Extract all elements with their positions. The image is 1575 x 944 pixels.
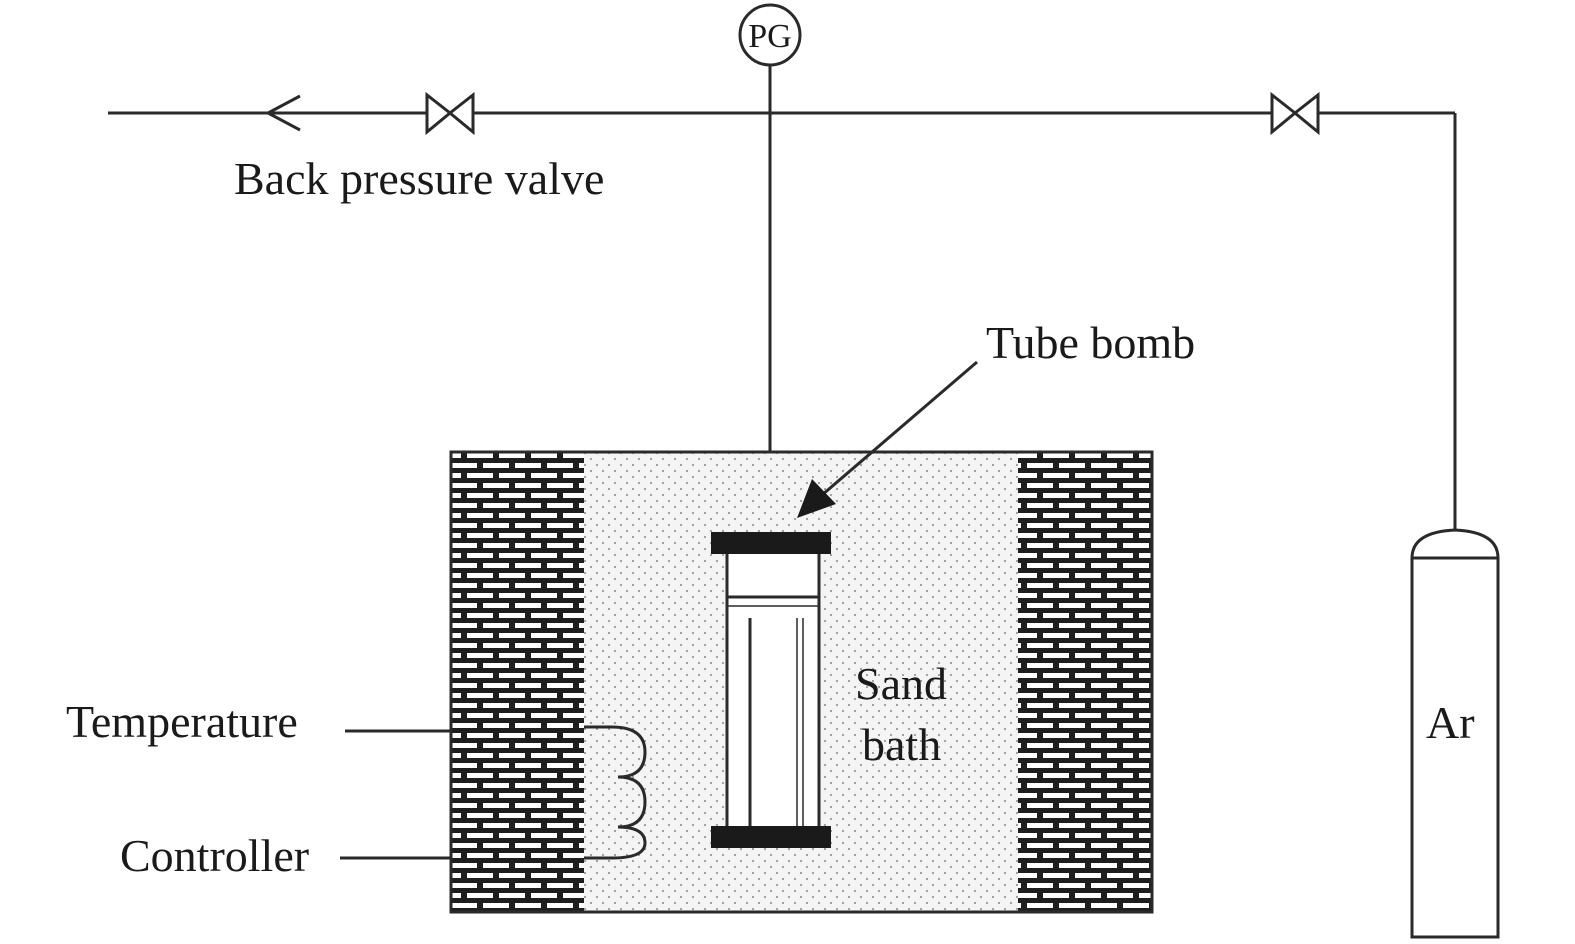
argon-cylinder xyxy=(1410,528,1500,939)
back-pressure-valve-icon xyxy=(425,91,475,136)
pressure-gauge: PG xyxy=(738,3,802,67)
tube-bomb xyxy=(711,532,831,848)
sand-bath-label-line2: bath xyxy=(862,719,941,770)
outlet-arrow-icon xyxy=(264,94,301,132)
sand-bath-label-line1: Sand xyxy=(855,658,947,709)
pressure-gauge-label: PG xyxy=(748,18,791,55)
tube-bomb-pointer-line xyxy=(821,360,978,497)
inlet-valve-icon xyxy=(1270,91,1320,136)
tube-bomb-pointer-arrowhead-icon xyxy=(797,479,836,518)
temperature-label: Temperature xyxy=(66,696,298,747)
argon-cylinder-label: Ar xyxy=(1426,697,1475,748)
tube-bomb-top-cap xyxy=(711,532,831,554)
furnace-wall-left xyxy=(451,452,584,912)
controller-label: Controller xyxy=(120,830,309,881)
tube-bomb-bottom-cap xyxy=(711,826,831,848)
back-pressure-valve-label: Back pressure valve xyxy=(234,153,604,204)
tube-bomb-label: Tube bomb xyxy=(986,317,1195,368)
furnace-outline xyxy=(449,450,1154,914)
furnace-wall-right xyxy=(1018,452,1152,912)
heating-coil-icon xyxy=(584,725,647,860)
